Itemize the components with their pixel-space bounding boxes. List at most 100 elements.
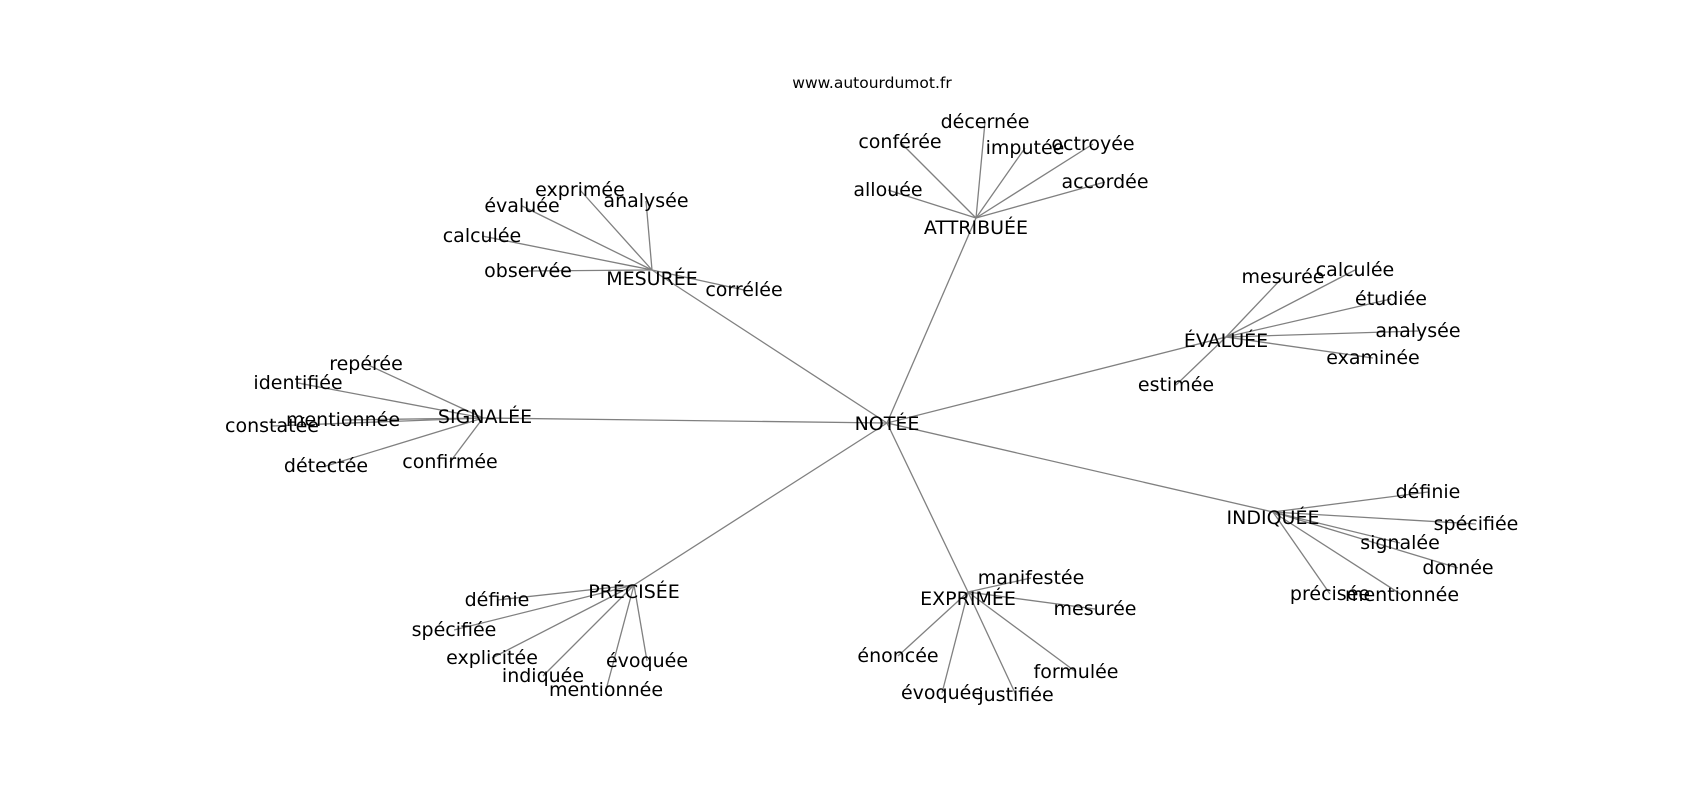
- leaf-node-signalee-constatee: constatée: [225, 415, 319, 437]
- graph-labels: www.autourdumot.fr NOTÉE ATTRIBUÉE décern…: [225, 74, 1518, 706]
- edge-signalee-reperee: [365, 363, 484, 419]
- leaf-node-exprimee-justifiee: justifiée: [977, 684, 1053, 706]
- leaf-node-mesuree-correlee: corrélée: [705, 279, 782, 301]
- edge-mesuree-observee: [527, 269, 653, 272]
- leaf-node-signalee-identifiee: identifiée: [253, 372, 342, 394]
- edge-indiquee-donnee: [1272, 511, 1459, 569]
- leaf-node-precisee-evoquee: évoquée: [606, 650, 688, 672]
- edge-precisee-evoquee: [633, 584, 648, 662]
- leaf-node-mesuree-evaluee: évaluée: [484, 195, 559, 217]
- leaf-node-exprimee-formulee: formulée: [1034, 661, 1119, 683]
- center-node: NOTÉE: [855, 412, 920, 435]
- edge-signalee-constatee: [271, 417, 484, 427]
- leaf-node-signalee-reperee: repérée: [329, 353, 403, 375]
- edge-mesuree-evaluee: [521, 205, 653, 271]
- hub-node-signalee: SIGNALÉE: [438, 405, 532, 428]
- site-url: www.autourdumot.fr: [792, 74, 952, 92]
- edge-mesuree-correlee: [651, 269, 745, 291]
- leaf-node-attribuee-allouee: allouée: [853, 179, 922, 201]
- edge-attribuee-allouee: [887, 189, 977, 219]
- leaf-node-exprimee-enoncee: énoncée: [857, 645, 938, 667]
- edge-indiquee-definie: [1272, 491, 1429, 513]
- leaf-node-attribuee-conferee: conférée: [858, 131, 941, 153]
- edge-attribuee-accordee: [975, 181, 1106, 219]
- leaf-node-attribuee-decernee: décernée: [941, 111, 1030, 133]
- hub-node-exprimee: EXPRIMÉE: [920, 587, 1016, 610]
- edge-precisee-specifiee: [453, 584, 635, 631]
- edge-attribuee-imputee: [975, 147, 1026, 219]
- edge-center-signalee: [482, 417, 888, 424]
- edge-exprimee-formulee: [967, 591, 1077, 673]
- leaf-node-evaluee-examinee: examinée: [1326, 347, 1419, 369]
- edge-center-precisee: [633, 422, 888, 586]
- edge-precisee-indiquee: [542, 584, 635, 677]
- leaf-node-signalee-detectee: détectée: [284, 455, 368, 477]
- edge-attribuee-octroyee: [975, 143, 1094, 219]
- leaf-node-mesuree-calculee: calculée: [443, 225, 522, 247]
- leaf-node-mesuree-exprimee: exprimée: [535, 179, 625, 201]
- hub-node-indiquee: INDIQUÉE: [1227, 506, 1320, 529]
- leaf-node-precisee-explicitee: explicitée: [446, 647, 538, 669]
- leaf-node-precisee-mentionnee: mentionnée: [549, 679, 663, 701]
- leaf-node-precisee-indiquee: indiquée: [502, 665, 584, 687]
- leaf-node-evaluee-etudiee: étudiée: [1355, 288, 1427, 310]
- leaf-node-attribuee-accordee: accordée: [1061, 171, 1148, 193]
- graph-edges: [271, 121, 1477, 696]
- leaf-node-precisee-specifiee: spécifiée: [412, 619, 497, 641]
- edge-signalee-detectee: [325, 417, 484, 467]
- edge-evaluee-estimee: [1175, 336, 1227, 386]
- edge-attribuee-conferee: [899, 141, 977, 219]
- edge-precisee-explicitee: [491, 584, 635, 659]
- edge-indiquee-precisee: [1272, 511, 1331, 595]
- leaf-node-indiquee-specifiee: spécifiée: [1434, 513, 1519, 535]
- leaf-node-exprimee-evoquee: évoquée: [901, 682, 983, 704]
- leaf-node-indiquee-precisee: précisée: [1290, 583, 1370, 605]
- edge-exprimee-manifestee: [967, 577, 1032, 593]
- hub-node-precisee: PRÉCISÉE: [588, 580, 680, 603]
- edge-evaluee-etudiee: [1225, 298, 1392, 338]
- leaf-node-indiquee-mentionnee: mentionnée: [1345, 584, 1459, 606]
- edge-mesuree-exprimee: [579, 189, 653, 271]
- edge-signalee-confirmee: [449, 417, 484, 463]
- hub-node-attribuee: ATTRIBUÉE: [924, 216, 1028, 239]
- leaf-node-attribuee-octroyee: octroyée: [1051, 133, 1134, 155]
- leaf-node-signalee-mentionnee: mentionnée: [286, 409, 400, 431]
- edge-exprimee-enoncee: [897, 591, 969, 657]
- leaf-node-evaluee-calculee: calculée: [1316, 259, 1395, 281]
- leaf-node-signalee-confirmee: confirmée: [402, 451, 497, 473]
- edge-mesuree-analysee: [645, 200, 653, 271]
- edge-attribuee-decernee: [975, 121, 986, 219]
- edge-evaluee-examinee: [1225, 336, 1374, 359]
- leaf-node-evaluee-estimee: estimée: [1138, 374, 1214, 396]
- edge-indiquee-signalee: [1272, 511, 1401, 544]
- leaf-node-exprimee-mesuree: mesurée: [1054, 598, 1137, 620]
- leaf-node-indiquee-signalee: signalée: [1360, 532, 1440, 554]
- hub-node-evaluee: ÉVALUÉE: [1184, 329, 1268, 352]
- leaf-node-indiquee-donnee: donnée: [1422, 557, 1493, 579]
- edge-center-indiquee: [886, 422, 1274, 513]
- edge-precisee-definie: [496, 584, 635, 601]
- edge-exprimee-evoquee: [941, 591, 969, 694]
- edge-center-exprimee: [886, 422, 969, 593]
- hub-node-mesuree: MESURÉE: [606, 267, 698, 290]
- edge-evaluee-analysee: [1225, 330, 1419, 338]
- leaf-node-precisee-definie: définie: [465, 589, 530, 611]
- leaf-node-evaluee-mesuree: mesurée: [1242, 266, 1325, 288]
- leaf-node-indiquee-definie: définie: [1396, 481, 1461, 503]
- edge-evaluee-mesuree: [1225, 276, 1284, 338]
- edge-signalee-identifiee: [297, 382, 484, 419]
- leaf-node-mesuree-observee: observée: [484, 260, 572, 282]
- leaf-node-attribuee-imputee: imputée: [986, 137, 1065, 159]
- edge-evaluee-calculee: [1225, 269, 1356, 338]
- edge-indiquee-mentionnee: [1272, 511, 1403, 596]
- leaf-node-exprimee-manifestee: manifestée: [978, 567, 1085, 589]
- edge-precisee-mentionnee: [605, 584, 635, 691]
- edge-indiquee-specifiee: [1272, 511, 1477, 525]
- edge-exprimee-justifiee: [967, 591, 1017, 696]
- leaf-node-mesuree-analysee: analysée: [603, 190, 688, 212]
- leaf-node-evaluee-analysee: analysée: [1375, 320, 1460, 342]
- edge-center-attribuee: [886, 217, 977, 424]
- edge-exprimee-mesuree: [967, 591, 1096, 610]
- edge-center-evaluee: [886, 336, 1227, 424]
